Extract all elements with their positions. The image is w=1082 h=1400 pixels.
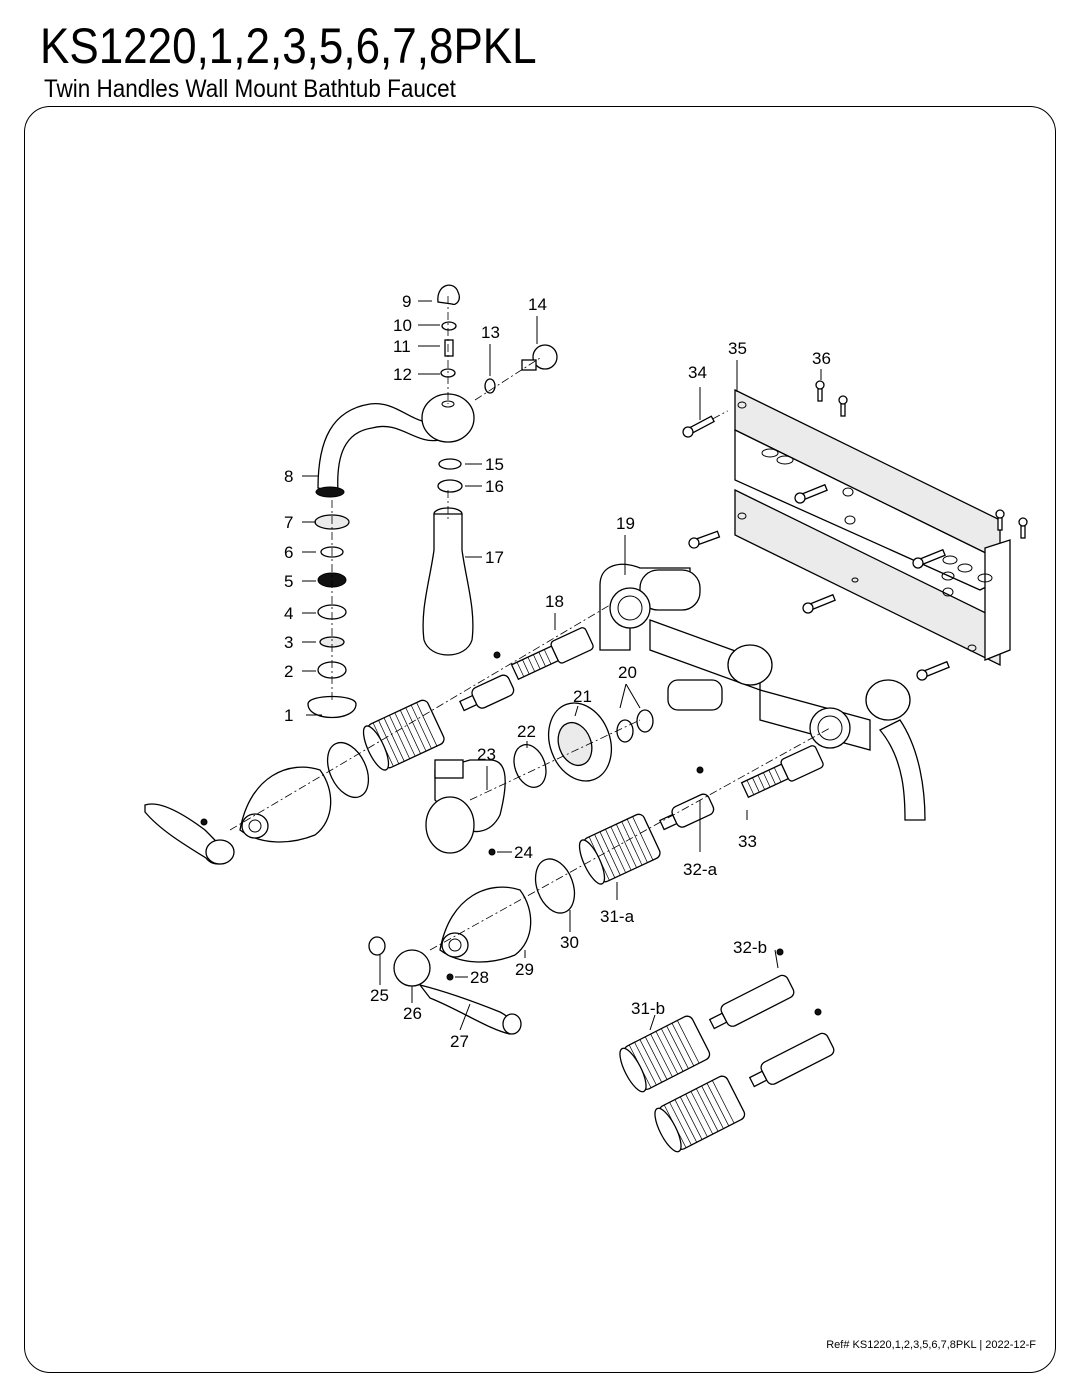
label-part-16: 16: [485, 477, 504, 496]
label-part-21: 21: [573, 687, 592, 706]
label-part-3: 3: [284, 633, 293, 652]
part-tub-spout-nipple: [425, 759, 506, 856]
label-part-32b: 32-b: [733, 938, 767, 957]
label-part-25: 25: [370, 986, 389, 1005]
label-part-24: 24: [514, 843, 533, 862]
label-part-26: 26: [403, 1004, 422, 1023]
label-part-11: 11: [393, 337, 411, 356]
label-part-4: 4: [284, 604, 293, 623]
part-left-escutcheon-and-handle: [144, 766, 332, 865]
label-part-27: 27: [450, 1032, 469, 1051]
part-mounting-bracket: [734, 388, 1011, 667]
part-extension-kit: [619, 948, 835, 1153]
label-part-7: 7: [284, 513, 293, 532]
label-leaders: [302, 300, 822, 1031]
label-part-5: 5: [284, 572, 293, 591]
label-part-20: 20: [618, 663, 637, 682]
label-part-34: 34: [688, 363, 707, 382]
label-part-36: 36: [812, 349, 831, 368]
part-diverter: [422, 490, 474, 656]
label-part-32a: 32-a: [683, 860, 718, 879]
product-subtitle: Twin Handles Wall Mount Bathtub Faucet: [44, 75, 456, 103]
label-part-31a: 31-a: [600, 907, 635, 926]
label-part-1: 1: [284, 706, 293, 725]
label-part-17: 17: [485, 548, 504, 567]
label-part-8: 8: [284, 467, 293, 486]
part-screws: [682, 380, 1028, 681]
label-part-10: 10: [393, 316, 412, 335]
assembly-axis-lines: [229, 604, 831, 951]
label-part-6: 6: [284, 543, 293, 562]
part-left-cartridge: [459, 627, 594, 712]
label-part-19: 19: [616, 514, 635, 533]
part-spout-cap-and-small-parts: [437, 284, 558, 493]
label-part-30: 30: [560, 933, 579, 952]
label-part-22: 22: [517, 722, 536, 741]
label-part-33: 33: [738, 832, 757, 851]
reference-footer: Ref# KS1220,1,2,3,5,6,7,8PKL | 2022-12-F: [826, 1339, 1036, 1351]
part-aerator-stack: [307, 500, 357, 719]
label-part-23: 23: [477, 745, 496, 764]
diagram-frame: [24, 106, 1056, 1373]
part-right-escutcheon-and-handle: [368, 886, 532, 1035]
part-flange-and-seals: [513, 702, 654, 914]
label-part-31b: 31-b: [631, 999, 665, 1018]
part-right-cartridge: [659, 745, 824, 831]
label-part-29: 29: [515, 960, 534, 979]
label-part-9: 9: [402, 292, 411, 311]
label-part-28: 28: [470, 968, 489, 987]
label-part-14: 14: [528, 295, 547, 314]
label-part-12: 12: [393, 365, 412, 384]
label-part-2: 2: [284, 662, 293, 681]
label-part-35: 35: [728, 339, 747, 358]
label-part-13: 13: [481, 323, 500, 342]
part-right-sleeve: [578, 813, 661, 885]
model-title: KS1220,1,2,3,5,6,7,8PKL: [40, 18, 537, 74]
part-valve-body: [599, 563, 926, 821]
label-part-15: 15: [485, 455, 504, 474]
part-left-sleeve: [326, 699, 445, 799]
part-number-labels: 1 2 3 4 5 6 7 8 9 10 11 12 13 14 15 16 1…: [284, 292, 831, 1051]
label-part-18: 18: [545, 592, 564, 611]
